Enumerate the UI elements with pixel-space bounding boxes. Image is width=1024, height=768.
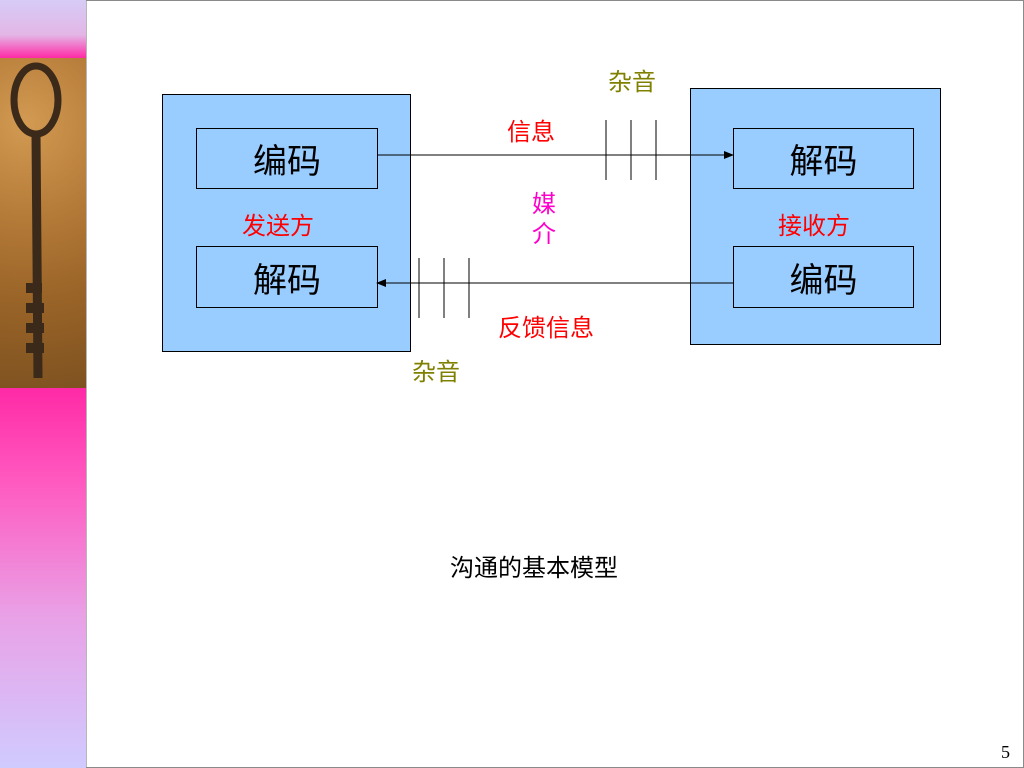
sidebar-gradient-top (0, 0, 86, 58)
sender-decode-box: 解码 (196, 246, 378, 308)
diagram-caption: 沟通的基本模型 (450, 556, 618, 582)
medium-label: 媒介 (532, 192, 556, 248)
sender-encode-text: 编码 (253, 144, 321, 181)
receiver-decode-text: 解码 (789, 144, 858, 181)
decorative-sidebar (0, 0, 86, 768)
receiver-decode-box: 解码 (733, 128, 914, 189)
receiver-label: 接收方 (778, 214, 850, 240)
sender-decode-text: 解码 (253, 262, 321, 300)
noise-label-bottom: 杂音 (412, 360, 460, 386)
message-label: 信息 (507, 120, 555, 146)
page-number: 5 (1001, 742, 1010, 762)
noise-lines-top (605, 120, 657, 180)
key-photo (0, 58, 86, 388)
noise-lines-bottom (418, 258, 470, 318)
key-icon (10, 62, 62, 379)
feedback-label: 反馈信息 (498, 316, 594, 342)
frame-top (86, 0, 1024, 1)
receiver-encode-box: 编码 (733, 246, 914, 308)
sender-label: 发送方 (242, 214, 314, 240)
sender-encode-box: 编码 (196, 128, 378, 189)
noise-label-top: 杂音 (608, 70, 656, 96)
receiver-encode-text: 编码 (789, 262, 858, 300)
sidebar-gradient-bottom (0, 388, 86, 768)
sidebar-divider (86, 0, 87, 768)
